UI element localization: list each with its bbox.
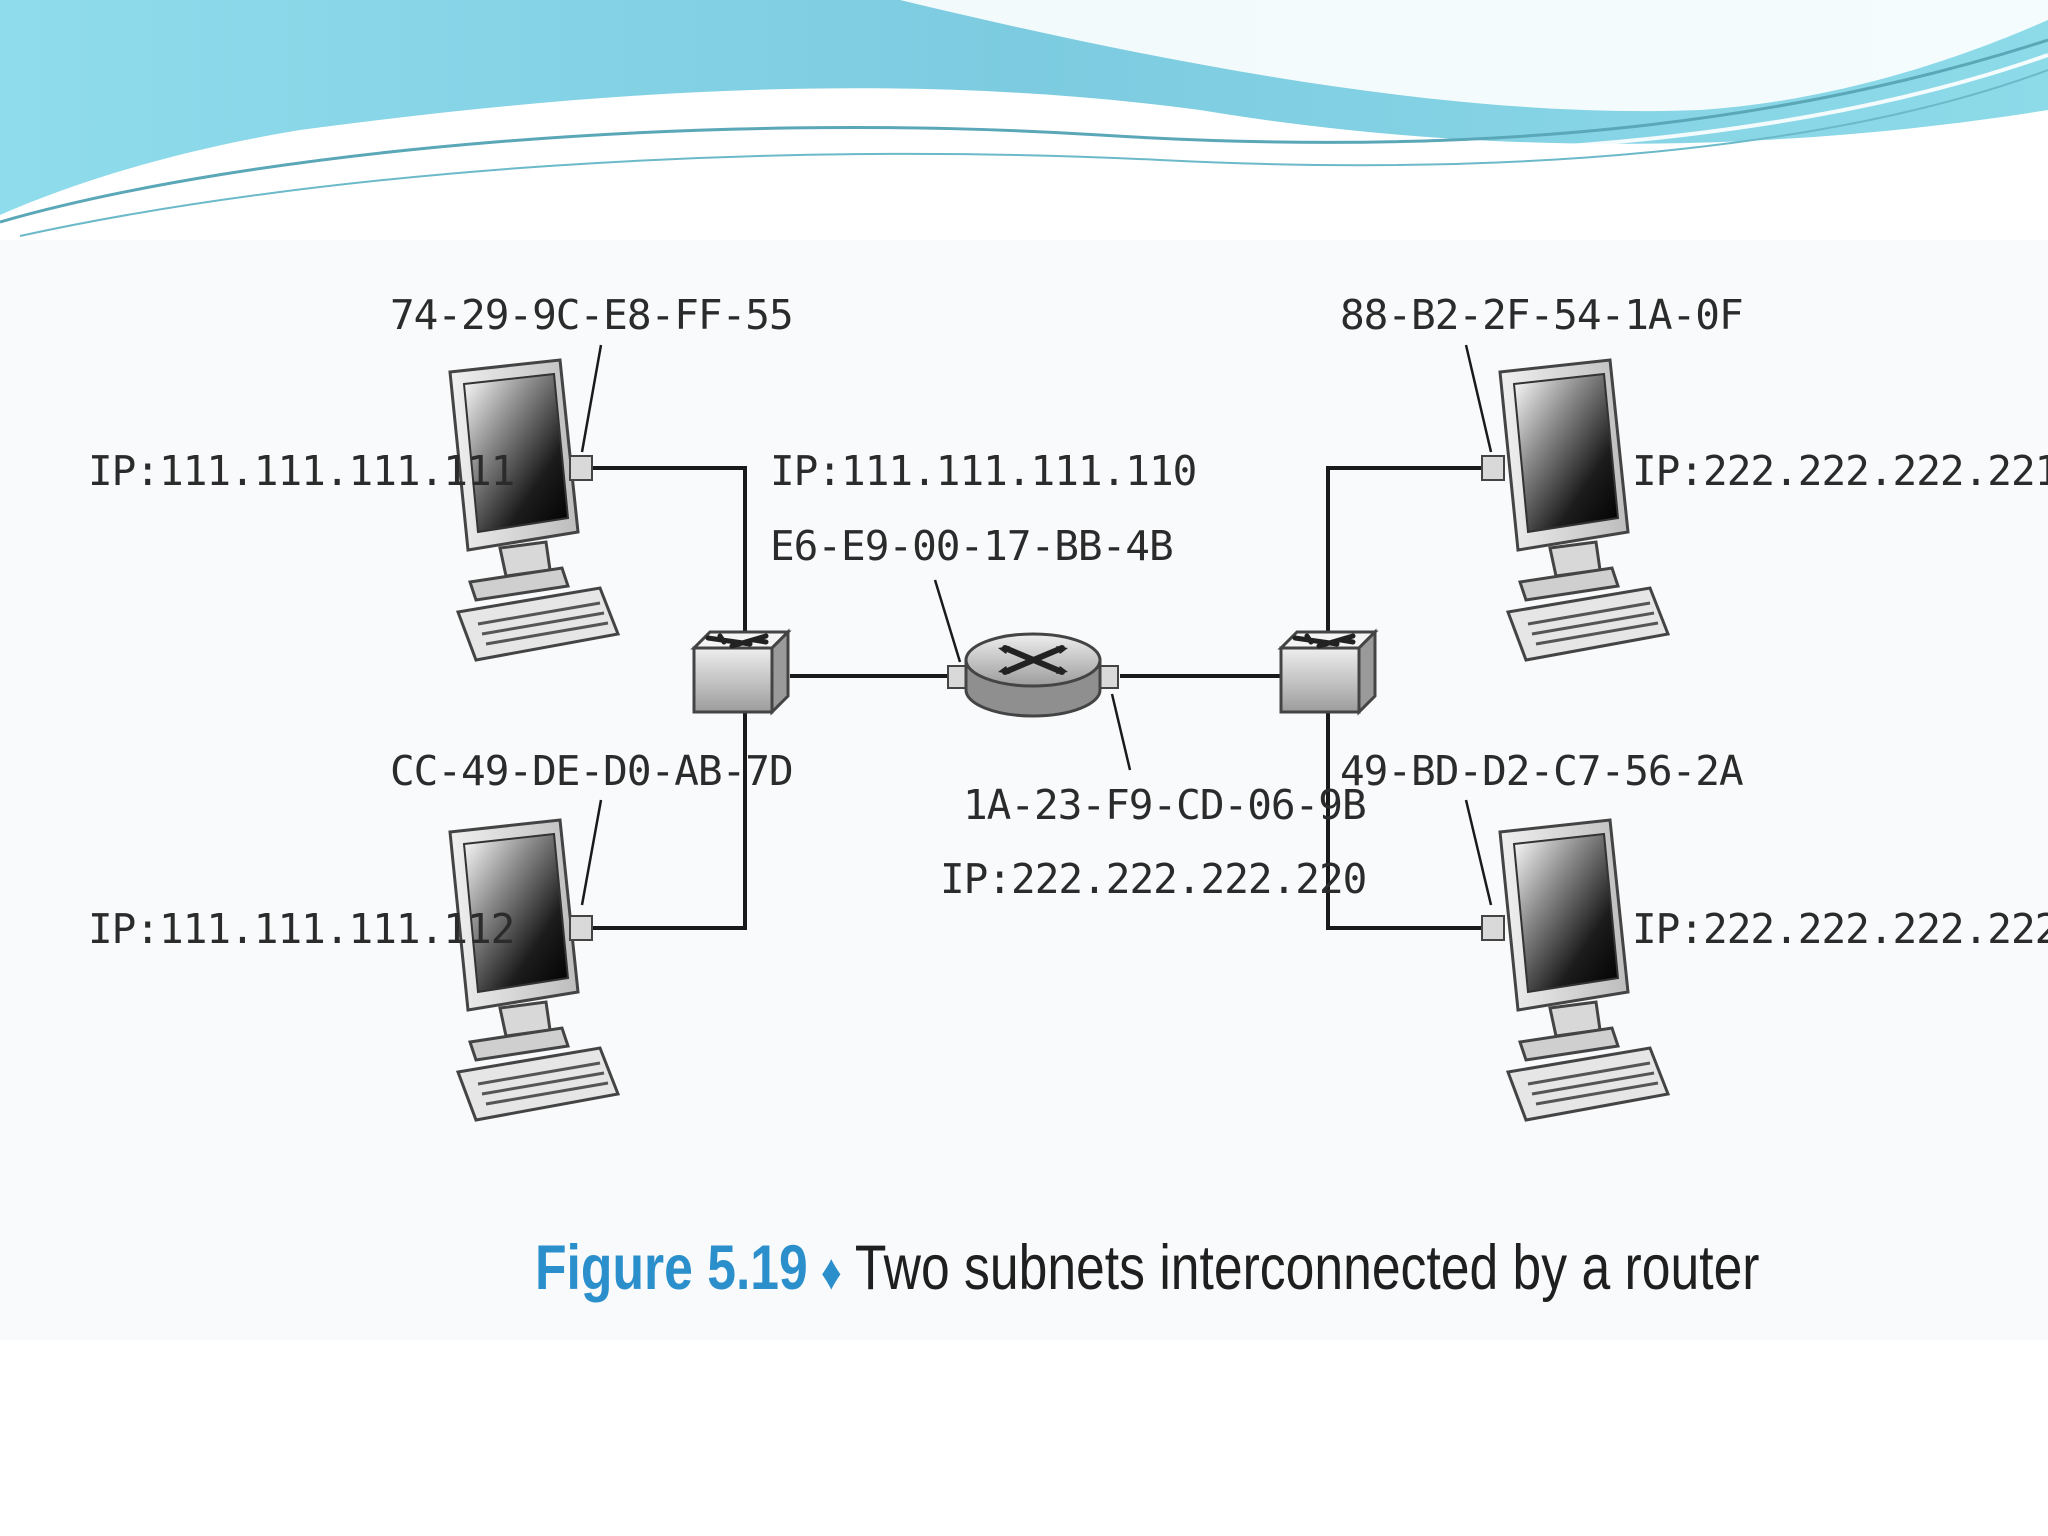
figure-caption: Figure 5.19♦Two subnets interconnected b… [535,1228,1760,1308]
left-switch-icon [694,632,788,712]
mac-label-top-right: 88-B2-2F-54-1A-0F [1340,291,1743,339]
cable-host-bottom-right [1326,700,1482,930]
host-top-right-computer [1481,358,1670,662]
label-leaders [580,344,1493,906]
ip-label-bottom-left: IP:111.111.111.112 [88,905,514,953]
cable-host-bottom-left [592,700,747,930]
diamond-separator-icon: ♦ [820,1244,842,1300]
router-icon [947,632,1119,718]
router-right-ip-label: IP:222.222.222.220 [940,855,1366,903]
nic-port-icon [1481,915,1505,941]
host-bottom-left-computer [448,818,620,1122]
figure-background [0,240,2048,1340]
host-top-left-computer [448,358,620,662]
mac-label-bottom-right: 49-BD-D2-C7-56-2A [1340,747,1743,795]
router-right-mac-label: 1A-23-F9-CD-06-9B [963,781,1366,829]
ip-label-top-right: IP:222.222.222.221 [1632,447,2048,495]
nic-port-icon [569,915,593,941]
figure-title: Two subnets interconnected by a router [854,1233,1760,1303]
ip-label-top-left: IP:111.111.111.111 [88,447,514,495]
mac-label-bottom-left: CC-49-DE-D0-AB-7D [390,747,793,795]
cables [592,466,1482,930]
host-bottom-right-computer [1481,818,1670,1122]
ip-label-bottom-right: IP:222.222.222.222 [1632,905,2048,953]
cable-host-top-right [1326,466,1482,635]
nic-port-icon [1481,455,1505,481]
right-switch-icon [1281,632,1375,712]
mac-label-top-left: 74-29-9C-E8-FF-55 [390,291,793,339]
cable-host-top-left [592,466,747,635]
router-left-mac-label: E6-E9-00-17-BB-4B [770,522,1173,570]
router-left-ip-label: IP:111.111.111.110 [770,447,1196,495]
figure-number: Figure 5.19 [535,1233,808,1303]
header-wave-decoration [0,0,2048,237]
nic-port-icon [569,455,593,481]
